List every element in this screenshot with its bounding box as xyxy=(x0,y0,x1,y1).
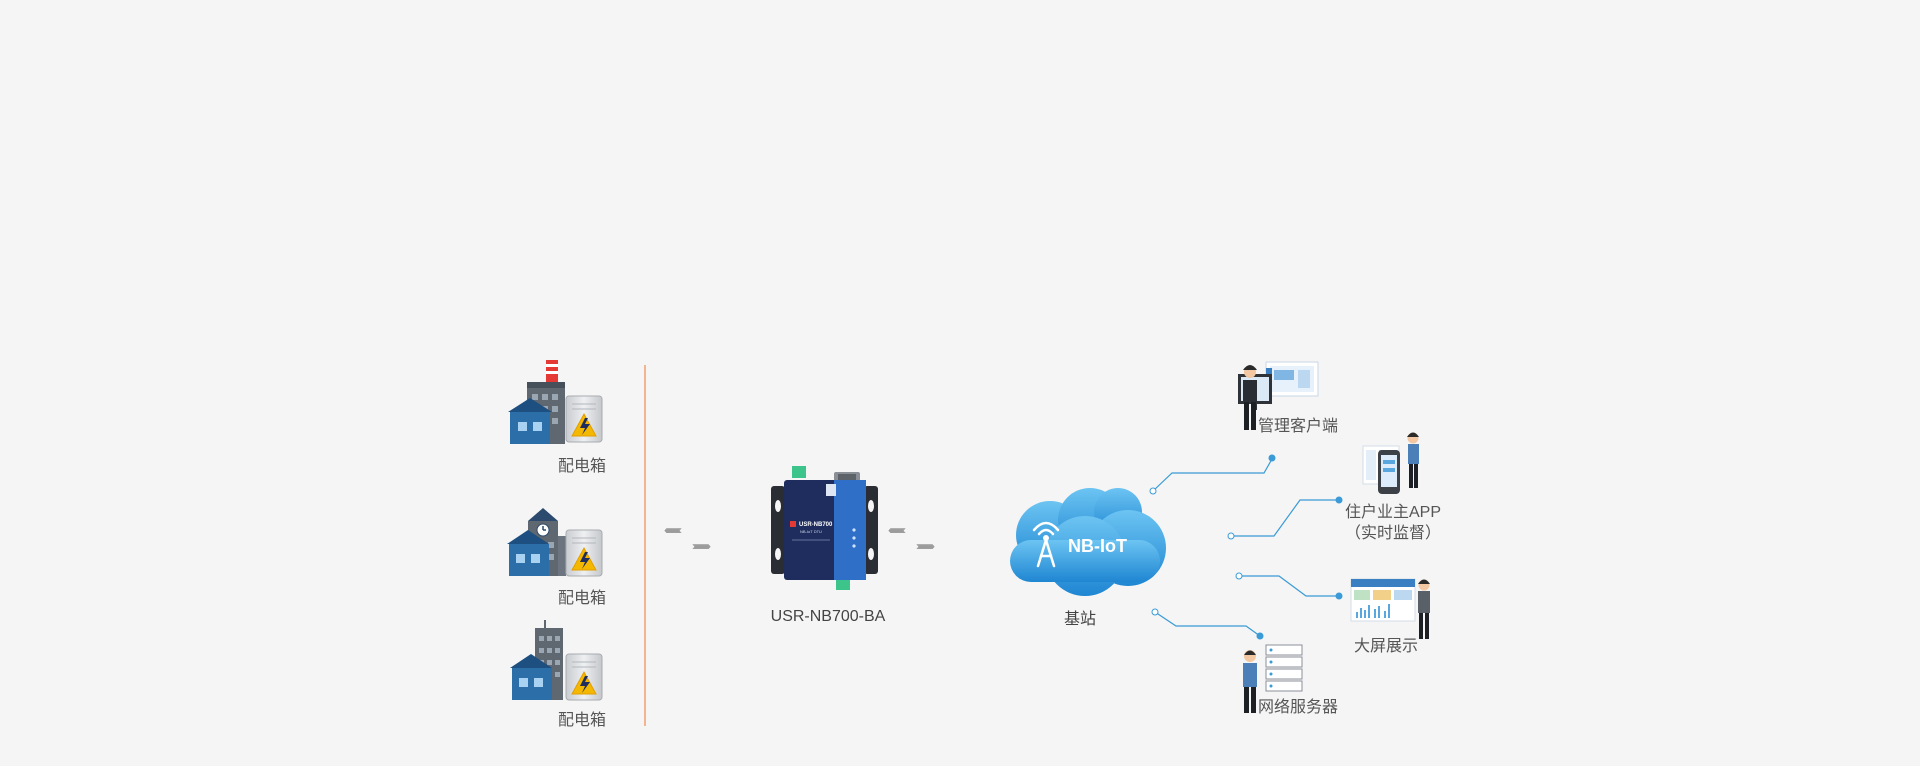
clock-tower-building-icon xyxy=(507,508,566,576)
device-label: USR-NB700-BA xyxy=(771,608,886,625)
source-label: 配电箱 xyxy=(558,589,606,607)
connector-lines xyxy=(1152,458,1339,637)
base-station-label: 基站 xyxy=(1064,610,1096,628)
cloud-icon: NB-IoT xyxy=(1010,488,1166,596)
cloud-label: NB-IoT xyxy=(1068,536,1127,556)
skyscraper-building-icon xyxy=(510,620,563,700)
network-server-label: 网络服务器 xyxy=(1258,697,1338,716)
big-screen-label: 大屏展示 xyxy=(1354,637,1418,655)
resident-app-label: 住户业主APP （实时监督） xyxy=(1338,502,1448,544)
management-client-icon xyxy=(1238,361,1319,430)
mobile-app-icon xyxy=(1362,432,1419,494)
device-sub: NB-IoT DTU xyxy=(800,529,822,534)
arrows-left-icon: ‹‹‹‹‹‹‹‹‹‹‹‹‹‹‹ xyxy=(888,523,906,537)
network-server-icon xyxy=(1243,644,1303,713)
distribution-box-icon xyxy=(565,529,603,577)
device-brand: USR-NB700 xyxy=(799,522,833,528)
arrows-right-icon: ›››››››››››››››› xyxy=(916,539,935,553)
source-label: 配电箱 xyxy=(558,711,606,729)
distribution-box-icon xyxy=(565,653,603,701)
arrows-left-icon: ‹‹‹‹‹‹‹‹‹‹‹‹‹‹‹ xyxy=(664,523,682,537)
arrows-right-icon: ›››››››››››››››› xyxy=(692,539,711,553)
resident-app-label-line1: 住户业主APP xyxy=(1344,504,1442,521)
factory-building-icon xyxy=(508,360,565,444)
connector-dots xyxy=(1149,454,1343,640)
distribution-box-icon xyxy=(565,395,603,443)
cell-tower-icon xyxy=(1032,521,1060,568)
resident-app-label-line2: （实时监督） xyxy=(1344,525,1441,542)
big-screen-icon xyxy=(1350,578,1430,639)
dtu-device-icon: USR-NB700 NB-IoT DTU xyxy=(771,466,878,590)
source-label: 配电箱 xyxy=(558,457,606,475)
management-client-label: 管理客户端 xyxy=(1258,417,1338,435)
